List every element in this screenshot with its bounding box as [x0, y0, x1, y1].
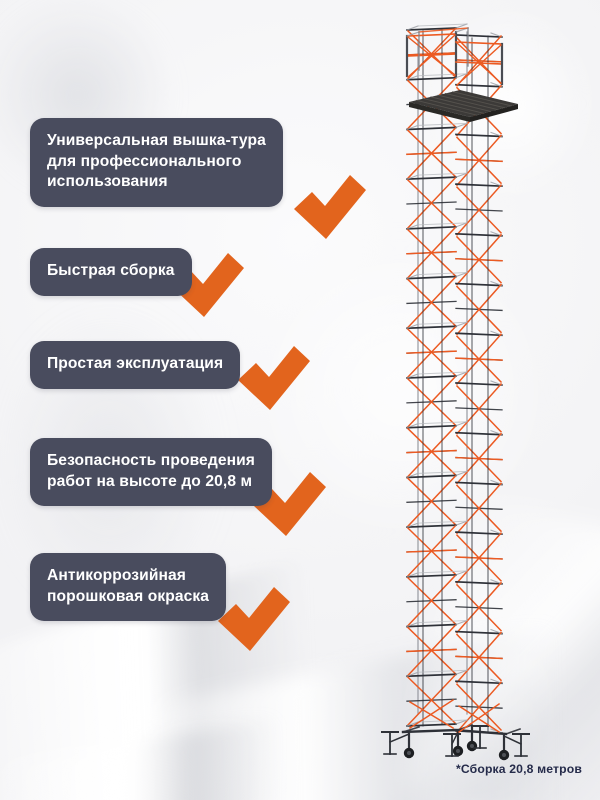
- feature-label: Универсальная вышка-тура для профессиона…: [30, 118, 283, 208]
- feature-label: Антикоррозийная порошковая окраска: [30, 553, 227, 622]
- check-icon: [216, 585, 292, 653]
- feature-list: Универсальная вышка-тура для профессиона…: [30, 118, 366, 651]
- scaffold-tower-illustration: [380, 14, 530, 774]
- feature-label: Простая эксплуатация: [30, 341, 241, 389]
- check-icon: [292, 173, 368, 241]
- feature-item-universal-tower: Универсальная вышка-тура для профессиона…: [30, 118, 366, 239]
- check-icon: [236, 344, 312, 412]
- feature-item-simple-operation: Простая эксплуатация: [30, 341, 310, 410]
- feature-item-anticorrosion-coating: Антикоррозийная порошковая окраска: [30, 553, 290, 651]
- feature-item-work-safety: Безопасность проведения работ на высоте …: [30, 438, 326, 536]
- feature-label: Безопасность проведения работ на высоте …: [30, 438, 272, 507]
- feature-item-fast-assembly: Быстрая сборка: [30, 248, 244, 317]
- assembly-caption: *Сборка 20,8 метров: [455, 762, 582, 776]
- feature-label: Быстрая сборка: [30, 248, 192, 296]
